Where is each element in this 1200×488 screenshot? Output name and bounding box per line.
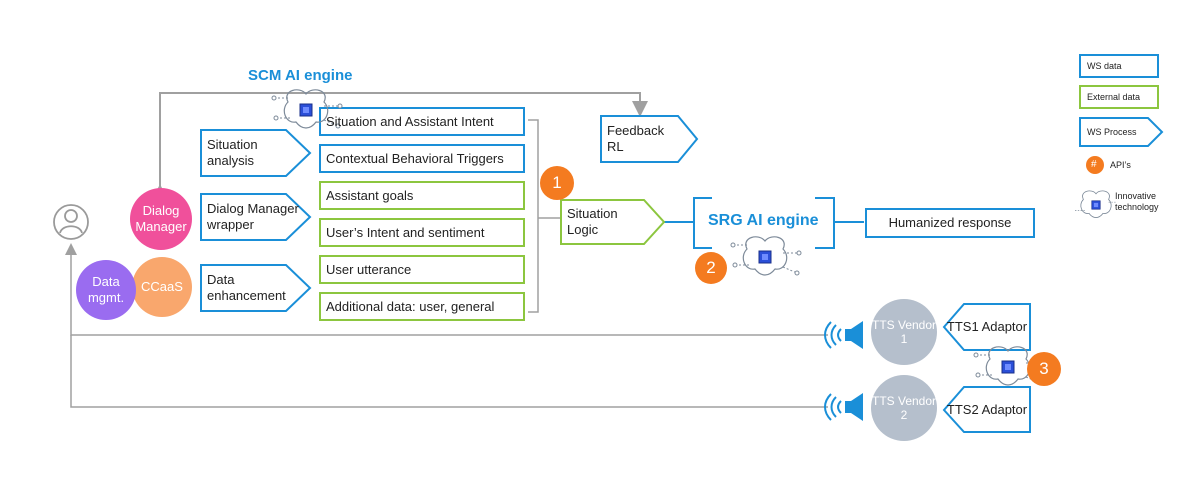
return-line-vendor2 [70, 335, 828, 408]
speaker-icon [824, 393, 863, 421]
speaker-icon [824, 321, 863, 349]
legend-external-data: External data [1087, 92, 1141, 102]
tts-vendor1-node: TTS Vendor 1 [871, 299, 937, 365]
assistant-goals-label: Assistant goals [326, 187, 414, 203]
situation-analysis-label: Situation analysis [207, 137, 258, 168]
data-mgmt-node: Data mgmt. [76, 260, 136, 320]
legend-api-label: API’s [1110, 160, 1131, 170]
chip-icon [271, 89, 343, 129]
scm-engine-title: SCM AI engine [248, 67, 353, 84]
tts2-adaptor-label: TTS2 Adaptor [946, 401, 1028, 417]
api-badge-2: 2 [695, 252, 727, 284]
legend-innovative: Innovative technology [1115, 191, 1159, 213]
situation-logic-label: Situation Logic [567, 206, 618, 237]
tts-vendor2-node: TTS Vendor 2 [871, 375, 937, 441]
data-brace [528, 119, 560, 313]
humanized-response-label: Humanized response [888, 215, 1012, 231]
user-icon [53, 204, 89, 240]
feedback-connector [152, 92, 648, 200]
user-utterance-label: User utterance [326, 261, 412, 277]
api-badge-1: 1 [540, 166, 574, 200]
user-intent-label: User’s Intent and sentiment [326, 224, 485, 240]
behavioral-triggers-label: Contextual Behavioral Triggers [326, 150, 504, 166]
api-badge-3: 3 [1027, 352, 1061, 386]
chip-icon [730, 236, 802, 276]
tts1-adaptor-label: TTS1 Adaptor [946, 319, 1028, 335]
legend-ws-process: WS Process [1087, 127, 1137, 137]
legend-api-symbol: # [1091, 159, 1097, 170]
feedback-rl-label: Feedback RL [607, 123, 665, 154]
dialog-manager-wrapper-label: Dialog Manager wrapper [207, 201, 299, 232]
srg-engine-title: SRG AI engine [708, 212, 819, 229]
dialog-manager-node: Dialog Manager [130, 188, 192, 250]
legend-ws-data: WS data [1087, 61, 1122, 71]
ccaas-node: CCaaS [132, 257, 192, 317]
additional-data-label: Additional data: user, general [326, 298, 495, 314]
chip-icon [1075, 190, 1117, 219]
situation-intent-label: Situation and Assistant Intent [326, 113, 494, 129]
data-enhancement-label: Data enhancement [207, 272, 286, 303]
